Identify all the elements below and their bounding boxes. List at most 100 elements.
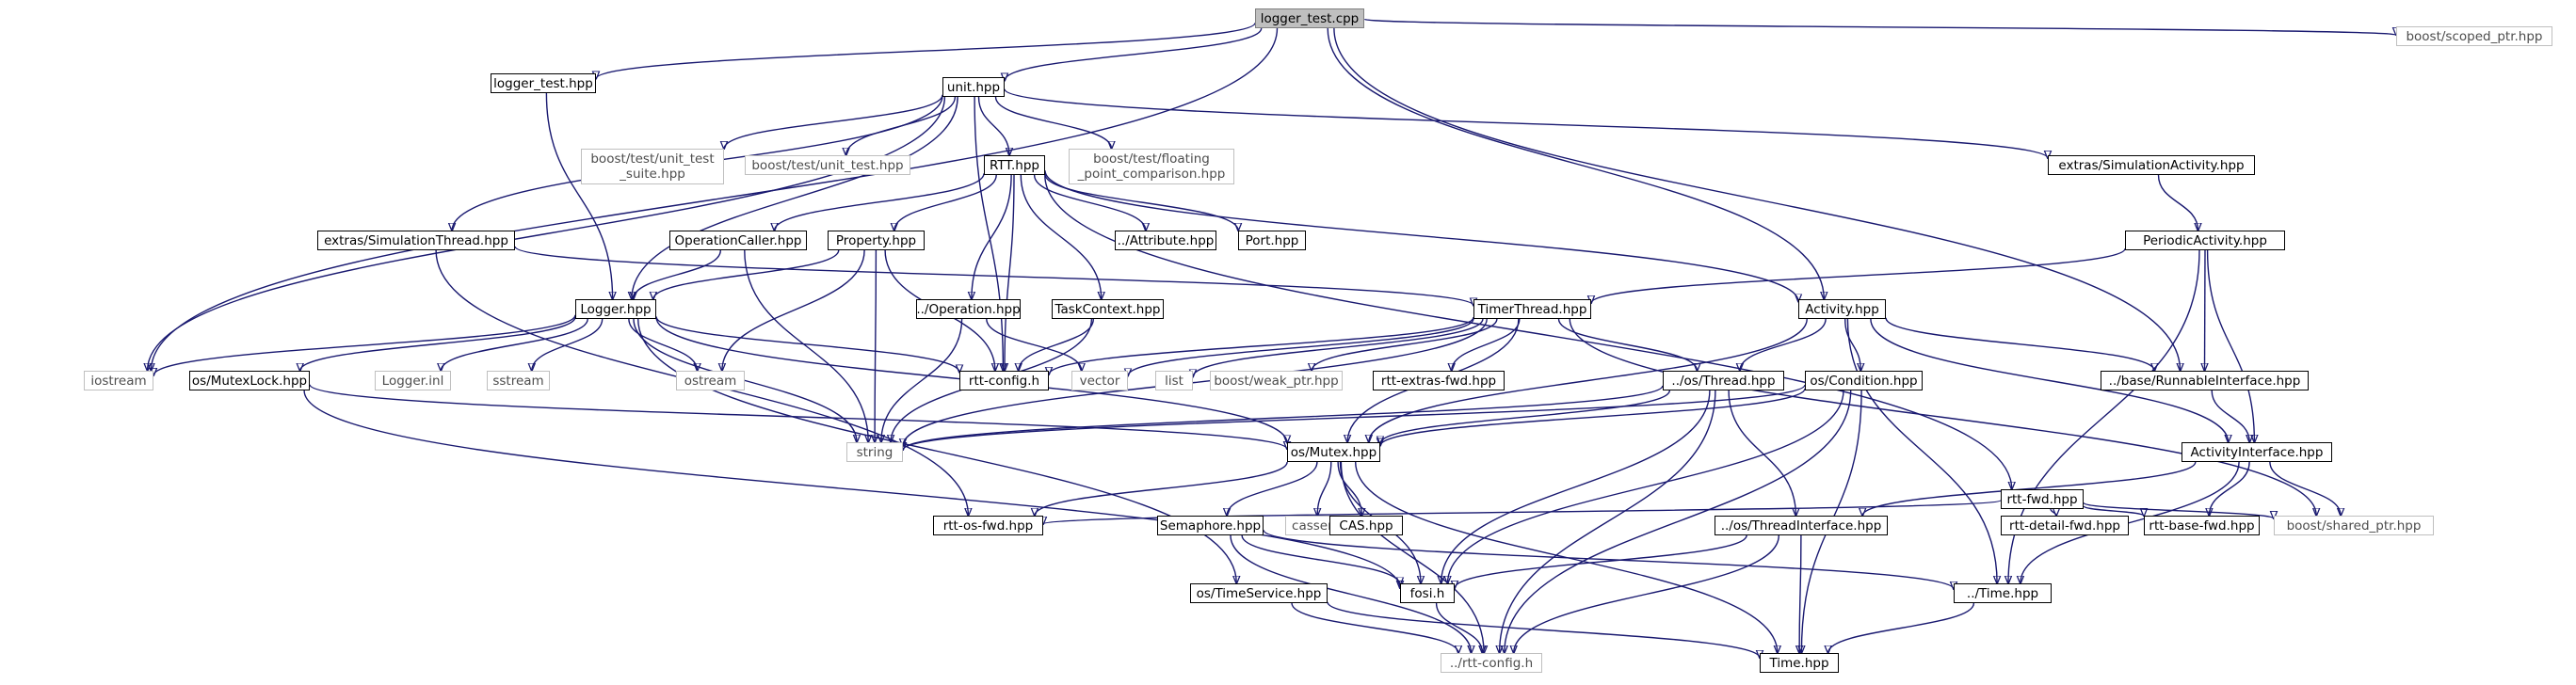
node-semaphore[interactable]: Semaphore.hpp bbox=[1157, 516, 1264, 535]
node-logger-hpp[interactable]: Logger.hpp bbox=[575, 299, 656, 319]
node-timer-thread[interactable]: TimerThread.hpp bbox=[1473, 299, 1591, 319]
edge-logger-hpp-to-logger-inl bbox=[441, 318, 588, 371]
edge-semaphore-to-fosi-h bbox=[1241, 534, 1400, 584]
edge-activityinterface-to-time-hpp-up bbox=[2021, 461, 2240, 583]
edge-unit-hpp-to-iostream bbox=[148, 96, 946, 371]
edge-timerthread-to-rtt-config-h bbox=[1049, 316, 1474, 374]
node-boost-unit-test-suite: boost/test/unit_test _suite.hpp bbox=[581, 149, 724, 184]
edge-os-threadinterface-to-fosi-h bbox=[1455, 534, 1747, 588]
edge-timerthread-to-rtt-extras-fwd bbox=[1452, 318, 1521, 371]
edge-rtt-hpp-to-rtt-fwd bbox=[1044, 174, 2012, 489]
edge-rtt-hpp-to-property bbox=[894, 174, 997, 231]
node-boost-floating-point-comparison: boost/test/floating _point_comparison.hp… bbox=[1069, 149, 1234, 184]
edge-activity-to-os-thread bbox=[1740, 318, 1827, 371]
edge-timerthread-to-list bbox=[1193, 318, 1484, 377]
node-os-mutex-lock[interactable]: os/MutexLock.hpp bbox=[189, 371, 310, 390]
node-os-condition[interactable]: os/Condition.hpp bbox=[1805, 371, 1923, 390]
node-boost-shared-ptr: boost/shared_ptr.hpp bbox=[2274, 516, 2434, 535]
node-operation-caller[interactable]: OperationCaller.hpp bbox=[669, 231, 807, 250]
node-boost-unit-test: boost/test/unit_test.hpp bbox=[745, 155, 910, 175]
edge-rtt-hpp-to-operation bbox=[972, 174, 1012, 299]
edge-unit-hpp-to-extras-simactivity bbox=[1004, 88, 2048, 159]
node-os-thread[interactable]: ../os/Thread.hpp bbox=[1663, 371, 1784, 390]
edge-logger-test-cpp-to-unit-hpp bbox=[1005, 27, 1263, 81]
edge-activity-to-activityinterface bbox=[1870, 318, 2229, 442]
node-ostream: ostream bbox=[676, 371, 745, 390]
edge-fosi-h-to-rtt-config-h-up bbox=[1435, 602, 1483, 653]
edge-logger-test-cpp-to-logger-test-hpp bbox=[596, 22, 1256, 78]
node-os-time-service[interactable]: os/TimeService.hpp bbox=[1190, 583, 1328, 603]
node-rtt-extras-fwd[interactable]: rtt-extras-fwd.hpp bbox=[1373, 371, 1505, 390]
node-unit-hpp[interactable]: unit.hpp bbox=[942, 77, 1005, 97]
edge-activityinterface-to-rtt-base-fwd bbox=[2209, 461, 2250, 516]
node-periodic-activity[interactable]: PeriodicActivity.hpp bbox=[2125, 231, 2285, 250]
edge-logger-hpp-to-os-timeservice bbox=[637, 318, 1237, 583]
node-vector: vector bbox=[1071, 371, 1128, 390]
node-fosi-h[interactable]: fosi.h bbox=[1400, 583, 1455, 603]
node-rtt-hpp[interactable]: RTT.hpp bbox=[984, 155, 1045, 175]
node-port[interactable]: Port.hpp bbox=[1238, 231, 1306, 250]
edge-taskcontext-to-rtt-config-h bbox=[1019, 318, 1094, 371]
edge-periodicactivity-to-activityinterface bbox=[2206, 249, 2255, 442]
edge-extras-simactivity-to-periodicactivity bbox=[2157, 174, 2198, 231]
edge-os-condition-to-rtt-config-h-up bbox=[1505, 390, 1852, 653]
node-logger-test-cpp[interactable]: logger_test.cpp bbox=[1255, 8, 1364, 28]
edge-property-to-string bbox=[875, 249, 876, 442]
node-activity[interactable]: Activity.hpp bbox=[1798, 299, 1886, 319]
node-base-runnable-interface[interactable]: ../base/RunnableInterface.hpp bbox=[2101, 371, 2309, 390]
node-logger-test-hpp[interactable]: logger_test.hpp bbox=[491, 73, 596, 93]
node-rtt-config-h-parent: ../rtt-config.h bbox=[1441, 653, 1542, 673]
node-operation[interactable]: ../Operation.hpp bbox=[916, 299, 1021, 319]
node-os-thread-interface[interactable]: ../os/ThreadInterface.hpp bbox=[1715, 516, 1888, 535]
edge-rtt-hpp-to-operationcaller bbox=[775, 173, 985, 231]
edge-operationcaller-to-logger-hpp bbox=[634, 249, 721, 299]
edge-activity-to-os-condition bbox=[1844, 318, 1861, 371]
edge-operation-to-vector bbox=[986, 318, 1082, 371]
node-rtt-os-fwd[interactable]: rtt-os-fwd.hpp bbox=[933, 516, 1043, 535]
node-rtt-config-h[interactable]: rtt-config.h bbox=[959, 371, 1049, 390]
edge-extras-simthread-to-timerthread bbox=[514, 246, 1473, 306]
edge-periodicactivity-to-timerthread bbox=[1591, 247, 2126, 303]
edge-logger-hpp-to-sstream bbox=[532, 318, 604, 371]
node-logger-inl: Logger.inl bbox=[375, 371, 451, 390]
edge-unit-hpp-to-boost-unit-test-suite bbox=[724, 94, 943, 150]
node-os-mutex[interactable]: os/Mutex.hpp bbox=[1287, 442, 1380, 462]
edge-timerthread-to-string bbox=[903, 318, 1488, 446]
node-property[interactable]: Property.hpp bbox=[828, 231, 925, 250]
node-extras-simulation-activity[interactable]: extras/SimulationActivity.hpp bbox=[2048, 155, 2255, 175]
node-extras-simulation-thread[interactable]: extras/SimulationThread.hpp bbox=[317, 231, 515, 250]
node-rtt-fwd[interactable]: rtt-fwd.hpp bbox=[2001, 489, 2084, 509]
edge-os-mutex-to-cas bbox=[1337, 461, 1361, 516]
edge-unit-hpp-to-rtt-config-h bbox=[974, 96, 1003, 371]
node-task-context[interactable]: TaskContext.hpp bbox=[1052, 299, 1164, 319]
edge-periodicactivity-to-base-runnable bbox=[2205, 249, 2206, 371]
node-attribute[interactable]: ../Attribute.hpp bbox=[1115, 231, 1216, 250]
edge-os-timeservice-to-rtt-config-h-up bbox=[1291, 602, 1458, 653]
edge-logger-test-cpp-to-activity bbox=[1327, 27, 1824, 299]
node-rtt-detail-fwd[interactable]: rtt-detail-fwd.hpp bbox=[2001, 516, 2129, 535]
node-cas[interactable]: CAS.hpp bbox=[1329, 516, 1403, 535]
node-string: string bbox=[846, 442, 903, 462]
edge-os-mutex-to-rtt-os-fwd bbox=[1035, 461, 1288, 516]
edge-os-thread-to-fosi-h bbox=[1441, 390, 1711, 583]
edge-semaphore-to-rtt-config-h-up bbox=[1230, 534, 1472, 653]
node-time-hpp-parent[interactable]: ../Time.hpp bbox=[1954, 583, 2052, 603]
node-rtt-base-fwd[interactable]: rtt-base-fwd.hpp bbox=[2144, 516, 2260, 535]
edge-logger-test-hpp-to-logger-hpp bbox=[545, 92, 612, 299]
node-activity-interface[interactable]: ActivityInterface.hpp bbox=[2182, 442, 2332, 462]
edge-logger-hpp-to-string bbox=[633, 318, 857, 442]
edge-timerthread-to-boost-weak-ptr bbox=[1312, 318, 1498, 371]
edge-rtt-hpp-to-activity bbox=[1044, 170, 1798, 301]
edge-logger-test-cpp-to-base-runnable bbox=[1333, 27, 2181, 371]
edge-logger-test-cpp-to-boost-scoped-ptr bbox=[1363, 18, 2396, 35]
edge-timerthread-to-boost-shared-ptr bbox=[1569, 318, 2316, 516]
edge-timerthread-to-vector bbox=[1128, 318, 1474, 376]
edge-os-threadinterface-to-time-hpp bbox=[1799, 534, 1801, 653]
edge-os-condition-to-os-mutex bbox=[1380, 388, 1806, 446]
edge-rtt-fwd-to-rtt-detail-fwd bbox=[2050, 509, 2056, 516]
node-sstream: sstream bbox=[487, 371, 550, 390]
node-time-hpp[interactable]: Time.hpp bbox=[1760, 653, 1839, 673]
edge-rtt-hpp-to-port bbox=[1044, 173, 1238, 231]
